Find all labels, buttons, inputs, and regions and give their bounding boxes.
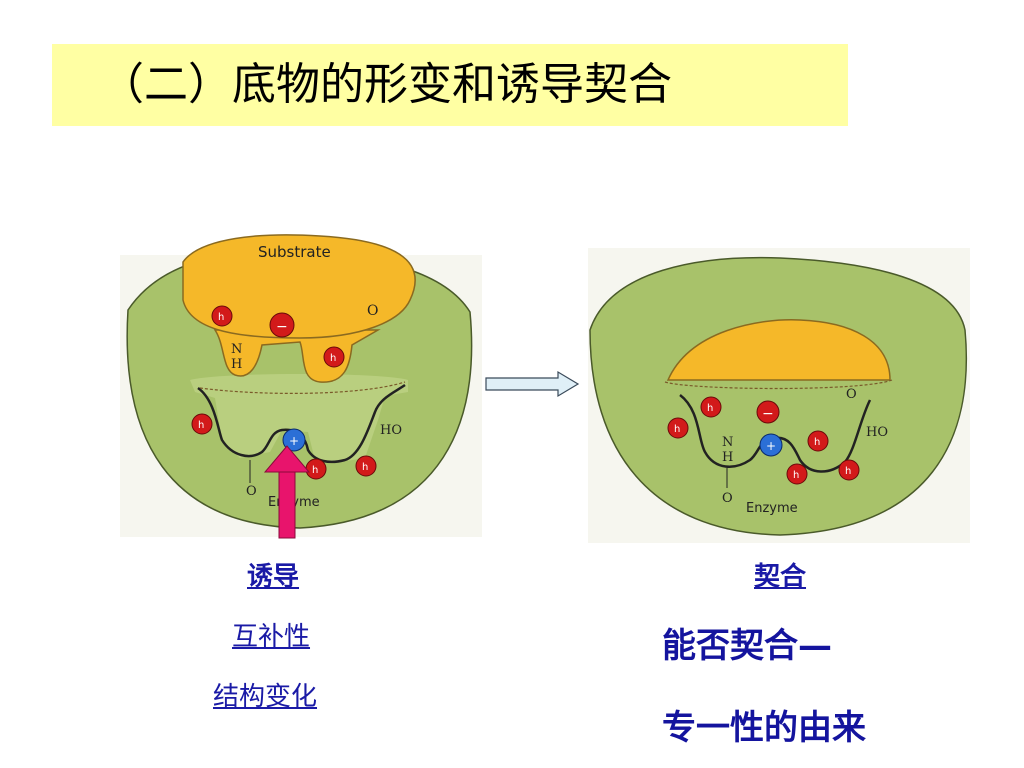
right-o-top: O	[846, 387, 857, 402]
induce-arrow-shaft	[278, 469, 296, 539]
left-substrate-minus-label: −	[276, 319, 288, 335]
left-nh-n: N	[231, 342, 242, 357]
transition-arrow	[485, 370, 580, 398]
substrate-label: Substrate	[258, 243, 331, 261]
complementarity-link[interactable]: 互补性	[232, 622, 311, 652]
right-plus	[759, 433, 783, 457]
right-ho-label: HO	[866, 425, 888, 440]
right-h-1	[700, 396, 722, 418]
left-substrate-h-1	[211, 305, 233, 327]
induce-link[interactable]: 诱导	[247, 562, 300, 592]
substrate-legs	[213, 329, 381, 383]
left-enzyme-h-3-label: h	[362, 462, 368, 473]
right-h-4-label: h	[793, 470, 799, 481]
left-substrate-h-1-label: h	[218, 312, 224, 323]
right-o-bottom: O	[722, 491, 733, 506]
right-substrate	[666, 319, 891, 381]
right-nh-h: H	[722, 450, 733, 465]
right-h-5	[838, 459, 860, 481]
left-enzyme-h-1-label: h	[198, 420, 204, 431]
left-o-top: O	[367, 303, 378, 319]
right-nh-n: N	[722, 435, 733, 450]
left-ho-label: HO	[380, 423, 402, 438]
induce-arrow-head	[263, 445, 311, 473]
left-nh-h: H	[231, 357, 242, 372]
fit-question-text: 能否契合—	[662, 626, 832, 666]
right-h-2-label: h	[674, 424, 680, 435]
substrate-body	[182, 234, 416, 339]
left-o-bottom: O	[246, 484, 257, 499]
left-active-site	[190, 374, 408, 462]
right-plus-label: +	[766, 439, 776, 453]
right-minus	[756, 400, 780, 424]
slide-title: （二）底物的形变和诱导契合	[100, 59, 672, 110]
right-h-1-label: h	[707, 403, 713, 414]
right-h-5-label: h	[845, 466, 851, 477]
left-enzyme-h-1	[191, 413, 213, 435]
title-banner	[52, 44, 848, 126]
structural-change-link[interactable]: 结构变化	[213, 682, 318, 712]
left-enzyme-plus-label: +	[289, 434, 299, 448]
right-enzyme-body	[589, 256, 968, 536]
left-cavity-rim	[199, 381, 406, 394]
right-minus-label: −	[762, 406, 774, 422]
left-enzyme-h-2-label: h	[312, 465, 318, 476]
fit-link[interactable]: 契合	[754, 562, 807, 592]
right-h-2	[667, 417, 689, 439]
left-substrate-h-2-label: h	[330, 353, 336, 364]
left-enzyme-plus	[282, 428, 306, 452]
specificity-origin-text: 专一性的由来	[662, 708, 866, 748]
right-h-3-label: h	[814, 437, 820, 448]
right-enzyme-label: Enzyme	[746, 501, 798, 516]
right-cavity-rim	[664, 379, 893, 390]
left-substrate-minus	[269, 312, 295, 338]
right-h-4	[786, 463, 808, 485]
left-substrate-h-2	[323, 346, 345, 368]
right-h-3	[807, 430, 829, 452]
left-enzyme-h-3	[355, 455, 377, 477]
